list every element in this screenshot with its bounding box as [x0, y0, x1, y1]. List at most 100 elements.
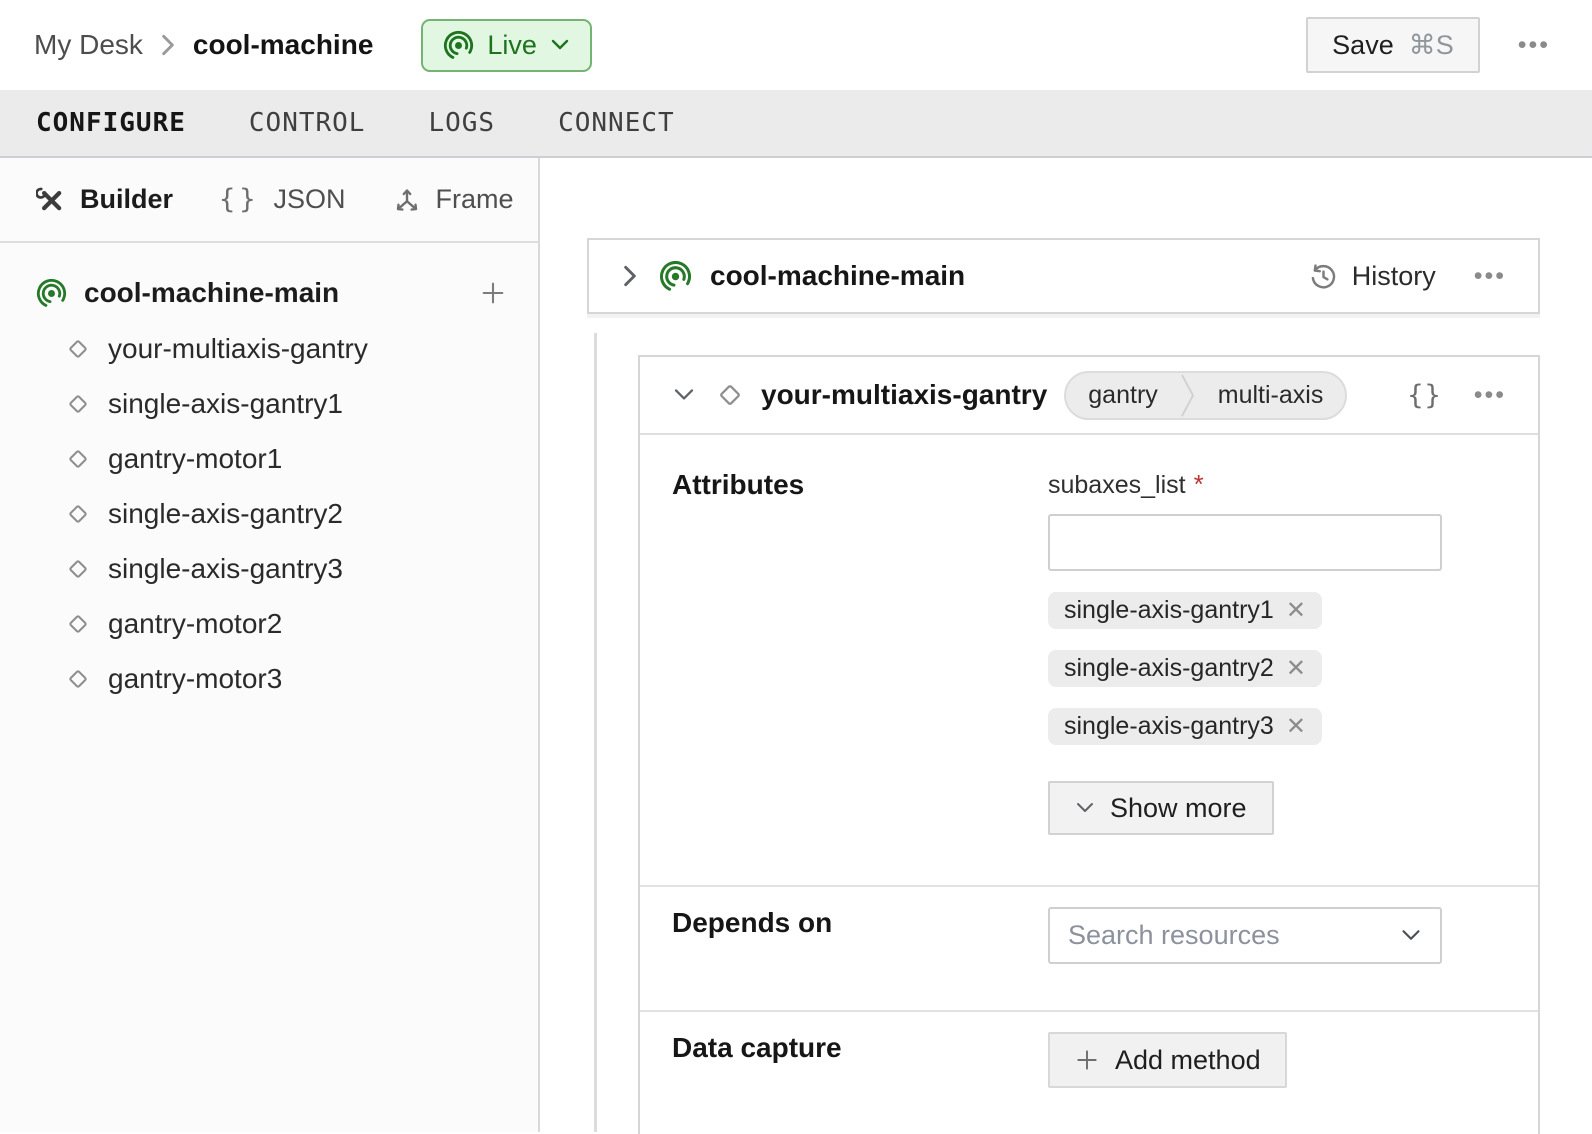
resource-subtype-tag: multi-axis — [1217, 380, 1324, 409]
diamond-icon — [64, 335, 92, 363]
attributes-fields: subaxes_list* single-axis-gantry1 ✕ sing… — [1048, 469, 1506, 835]
chip-single-axis-gantry3: single-axis-gantry3 ✕ — [1048, 708, 1322, 745]
resource-type-tag: gantry — [1088, 380, 1158, 409]
expand-part-button[interactable] — [615, 257, 645, 295]
tree-item-your-multiaxis-gantry[interactable]: your-multiaxis-gantry — [0, 321, 538, 376]
tree-item-gantry-motor1[interactable]: gantry-motor1 — [0, 431, 538, 486]
remove-chip-icon[interactable]: ✕ — [1285, 712, 1306, 740]
tools-icon — [36, 185, 66, 215]
resource-title: your-multiaxis-gantry — [761, 379, 1048, 410]
resource-menu-button[interactable]: ••• — [1468, 377, 1512, 414]
view-json[interactable]: {} JSON — [219, 184, 346, 215]
depends-on-placeholder: Search resources — [1068, 920, 1280, 950]
save-shortcut: ⌘S — [1408, 29, 1454, 60]
chip-single-axis-gantry2: single-axis-gantry2 ✕ — [1048, 650, 1322, 687]
subaxes-chip-list: single-axis-gantry1 ✕ single-axis-gantry… — [1048, 592, 1506, 745]
tree-root-row[interactable]: cool-machine-main — [0, 265, 538, 321]
chevron-down-icon — [550, 38, 570, 52]
add-resource-button[interactable] — [479, 279, 507, 307]
history-label: History — [1351, 260, 1436, 291]
tab-configure[interactable]: CONFIGURE — [36, 108, 186, 138]
json-toggle-button[interactable]: {} — [1407, 379, 1442, 411]
section-divider — [640, 1010, 1538, 1012]
remove-chip-icon[interactable]: ✕ — [1285, 654, 1306, 682]
show-more-button[interactable]: Show more — [1048, 781, 1274, 835]
part-card: cool-machine-main History ••• — [587, 238, 1540, 314]
tree-item-single-axis-gantry1[interactable]: single-axis-gantry1 — [0, 376, 538, 431]
tab-control[interactable]: CONTROL — [248, 108, 366, 138]
chevron-down-icon — [1075, 801, 1095, 815]
pill-divider-chevron-icon — [1180, 373, 1196, 418]
depends-on-section: Depends on Search resources — [640, 887, 1538, 1010]
data-capture-section-label: Data capture — [672, 1032, 842, 1063]
tree-connector-line — [594, 333, 597, 1132]
axes-icon — [392, 185, 422, 215]
diamond-icon — [64, 500, 92, 528]
view-builder[interactable]: Builder — [36, 184, 173, 215]
broadcast-icon — [659, 260, 692, 293]
tree-root-label: cool-machine-main — [84, 277, 340, 308]
subaxes-field-label-row: subaxes_list* — [1048, 469, 1506, 500]
braces-icon: {} — [219, 184, 260, 215]
attributes-section-label: Attributes — [672, 469, 805, 500]
required-marker: * — [1193, 469, 1204, 499]
diamond-icon — [64, 610, 92, 638]
attributes-section: Attributes subaxes_list* single-axis-gan… — [640, 435, 1538, 885]
view-frame[interactable]: Frame — [392, 184, 514, 215]
view-builder-label: Builder — [80, 184, 174, 214]
chevron-down-icon — [1402, 930, 1420, 940]
ellipsis-icon: ••• — [1473, 380, 1506, 409]
breadcrumb-parent[interactable]: My Desk — [34, 29, 143, 60]
chip-single-axis-gantry1: single-axis-gantry1 ✕ — [1048, 592, 1322, 629]
broadcast-icon — [36, 278, 67, 309]
resource-card: your-multiaxis-gantry gantry multi-axis … — [638, 355, 1540, 1134]
diamond-icon — [64, 555, 92, 583]
tree-item-gantry-motor3[interactable]: gantry-motor3 — [0, 651, 538, 706]
breadcrumb-chevron-icon — [159, 32, 177, 58]
resource-card-header: your-multiaxis-gantry gantry multi-axis … — [640, 357, 1538, 435]
top-bar: My Desk cool-machine Live Save ⌘S ••• — [0, 0, 1592, 90]
remove-chip-icon[interactable]: ✕ — [1285, 596, 1306, 624]
subaxes-field-label: subaxes_list — [1048, 471, 1186, 499]
diamond-icon — [64, 665, 92, 693]
chevron-right-icon — [624, 265, 636, 287]
config-canvas: cool-machine-main History ••• — [540, 158, 1592, 1134]
save-label: Save — [1332, 29, 1394, 60]
primary-tabs: CONFIGURE CONTROL LOGS CONNECT — [0, 90, 1592, 158]
tab-connect[interactable]: CONNECT — [558, 108, 675, 138]
tree-item-single-axis-gantry3[interactable]: single-axis-gantry3 — [0, 541, 538, 596]
chevron-down-icon — [674, 389, 694, 400]
tree-item-gantry-motor2[interactable]: gantry-motor2 — [0, 596, 538, 651]
add-method-button[interactable]: Add method — [1048, 1032, 1287, 1088]
history-icon — [1308, 261, 1339, 292]
diamond-icon — [714, 379, 746, 411]
breadcrumb-current: cool-machine — [192, 29, 374, 60]
plus-icon — [1074, 1047, 1100, 1073]
depends-on-select[interactable]: Search resources — [1048, 907, 1442, 964]
sidebar: Builder {} JSON Frame — [0, 158, 540, 1132]
part-title: cool-machine-main — [710, 260, 966, 291]
machine-status-badge[interactable]: Live — [421, 18, 592, 72]
view-switcher: Builder {} JSON Frame — [0, 158, 538, 243]
depends-on-section-label: Depends on — [672, 907, 833, 938]
data-capture-section: Data capture Add method — [640, 1012, 1538, 1134]
content-area: Builder {} JSON Frame — [0, 158, 1592, 1134]
diamond-icon — [64, 390, 92, 418]
subaxes-input[interactable] — [1048, 514, 1442, 571]
view-json-label: JSON — [273, 184, 346, 214]
resource-type-pill: gantry multi-axis — [1064, 370, 1348, 420]
broadcast-icon — [443, 30, 474, 61]
save-button[interactable]: Save ⌘S — [1306, 17, 1480, 73]
machine-menu-button[interactable]: ••• — [1510, 25, 1558, 66]
part-menu-button[interactable]: ••• — [1468, 258, 1512, 295]
resource-tree: cool-machine-main your-multiaxis-gantry … — [0, 243, 538, 706]
history-button[interactable]: History — [1308, 261, 1436, 292]
view-frame-label: Frame — [435, 184, 514, 214]
tree-item-single-axis-gantry2[interactable]: single-axis-gantry2 — [0, 486, 538, 541]
tab-logs[interactable]: LOGS — [428, 108, 496, 138]
ellipsis-icon: ••• — [1517, 30, 1550, 59]
ellipsis-icon: ••• — [1473, 261, 1506, 290]
collapse-resource-button[interactable] — [666, 381, 702, 409]
status-label: Live — [487, 29, 537, 60]
diamond-icon — [64, 445, 92, 473]
